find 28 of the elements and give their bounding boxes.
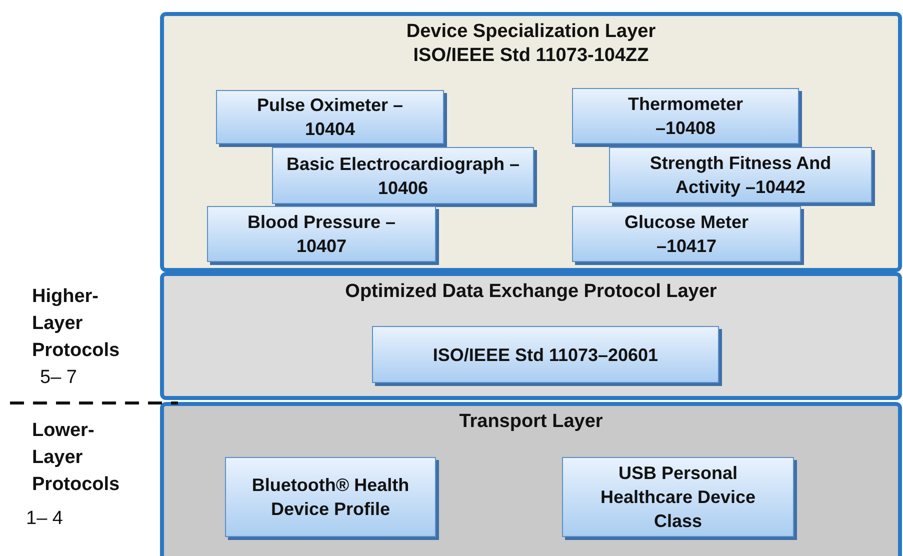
standard-box xyxy=(572,88,799,144)
layer-range: 1– 4 xyxy=(26,507,64,531)
standard-label: Glucose Meter –10417 xyxy=(623,211,750,258)
layer-title: Transport Layer xyxy=(458,410,604,434)
standard-box xyxy=(372,326,719,383)
layer-panel xyxy=(160,12,902,272)
standard-label: Thermometer –10408 xyxy=(626,93,744,140)
standard-box xyxy=(562,457,794,537)
protocol-group-label: Lower-Layer Protocols xyxy=(32,419,121,497)
standard-box xyxy=(207,206,436,262)
standard-box xyxy=(272,147,534,204)
standard-box xyxy=(572,206,801,262)
standard-box xyxy=(216,90,444,144)
standard-label: Pulse Oximeter –10404 xyxy=(256,94,404,141)
standard-label: Blood Pressure –10407 xyxy=(246,211,396,258)
standard-label: Strength Fitness And Activity –10442 xyxy=(648,152,832,199)
standard-label: ISO/IEEE Std 11073–20601 xyxy=(432,344,658,366)
layer-panel xyxy=(160,272,902,400)
layer-panel xyxy=(160,402,902,556)
protocol-group-label: Higher-Layer Protocols xyxy=(32,285,121,363)
standard-label: Basic Electrocardiograph –10406 xyxy=(285,152,521,200)
standard-label: USB Personal Healthcare Device Class xyxy=(599,462,757,533)
standard-label: Bluetooth® Health Device Profile xyxy=(250,474,410,521)
layer-range: 5– 7 xyxy=(40,366,78,390)
standard-box xyxy=(609,147,872,203)
standard-box xyxy=(225,457,436,537)
layer-title: Optimized Data Exchange Protocol Layer xyxy=(344,280,718,304)
layer-title: Device Specialization Layer ISO/IEEE Std 11073-104ZZ xyxy=(405,20,657,68)
